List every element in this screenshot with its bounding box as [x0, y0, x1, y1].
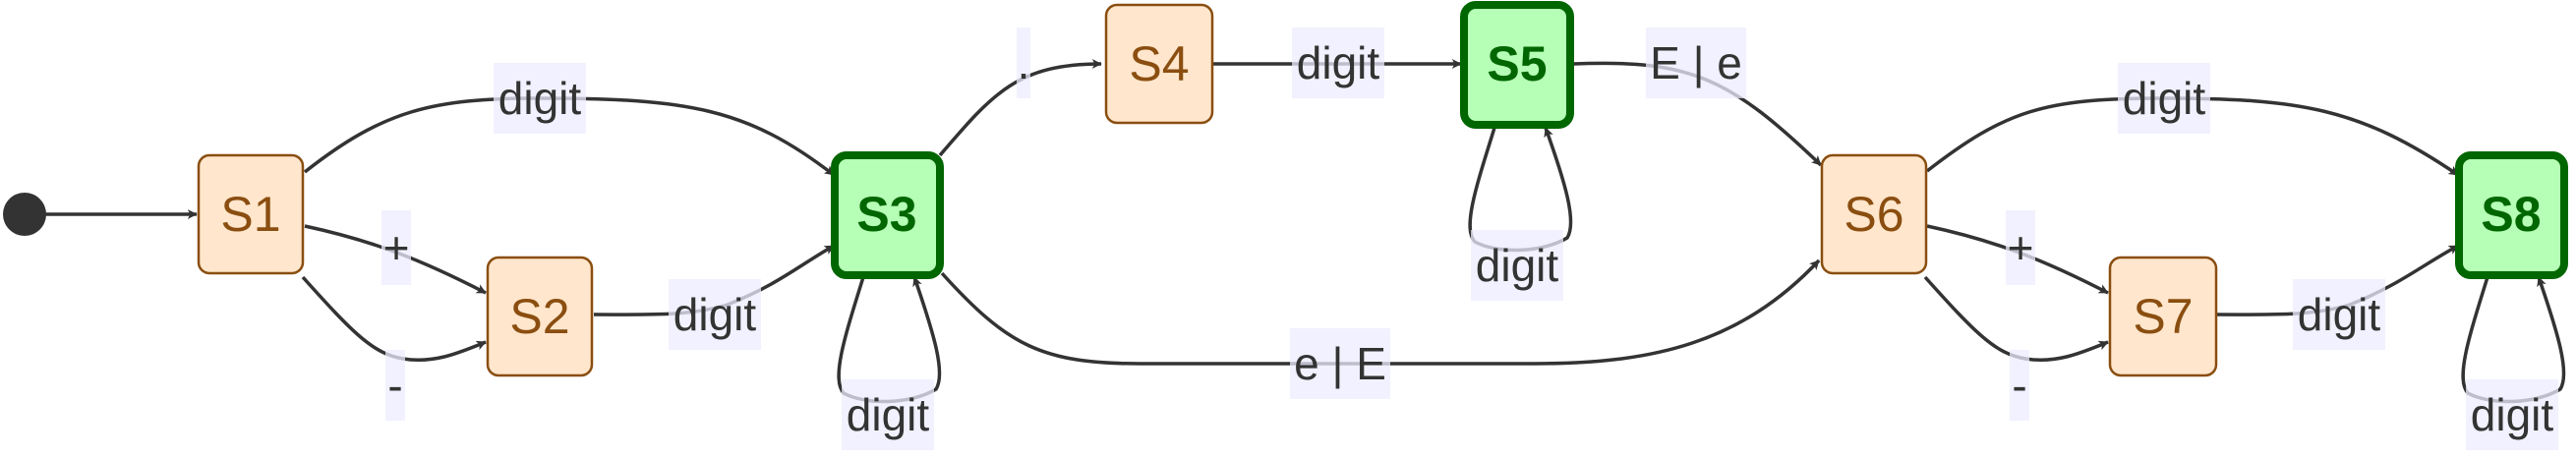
edge-labels: digit + - digit digit . e | E digit [381, 28, 2558, 450]
svg-text:.: . [1018, 37, 1030, 88]
svg-text:digit: digit [1297, 37, 1380, 88]
state-box [1820, 153, 1928, 275]
state-box [1460, 1, 1574, 129]
edge-label-s5-s6: E | e [1646, 28, 1746, 98]
state-label: S5 [1487, 36, 1547, 91]
svg-text:digit: digit [847, 389, 930, 440]
edge-label-s3-self: digit [842, 379, 934, 450]
edge-label-s1-s2-minus: - [385, 350, 405, 421]
state-box [197, 153, 305, 275]
state-box [2455, 151, 2568, 279]
state-s5: S5 [1460, 1, 1574, 129]
svg-text:-: - [387, 360, 402, 411]
state-box [2108, 256, 2218, 377]
state-box [831, 151, 944, 279]
edge-label-s7-s8: digit [2293, 279, 2385, 350]
state-s2: S2 [486, 256, 594, 377]
state-label: S7 [2133, 289, 2193, 344]
state-label: S2 [509, 289, 569, 344]
edge-label-s2-s3: digit [669, 279, 761, 350]
edge-label-s6-s8: digit [2118, 63, 2210, 134]
svg-text:+: + [383, 222, 410, 273]
svg-text:digit: digit [1476, 240, 1559, 291]
edge-label-s3-s6: e | E [1290, 328, 1390, 399]
state-s6: S6 [1820, 153, 1928, 275]
svg-text:e | E: e | E [1294, 338, 1386, 389]
edge-label-s6-s7-plus: + [2006, 210, 2035, 285]
state-label: S1 [220, 187, 280, 242]
edge-label-s1-s3: digit [494, 63, 586, 134]
state-box [1104, 3, 1214, 125]
edge-s3-s4-dot [938, 59, 1102, 157]
edge-label-s4-s5: digit [1292, 28, 1384, 98]
svg-text:digit: digit [2298, 289, 2381, 340]
svg-text:digit: digit [2471, 389, 2554, 440]
start-state-dot [3, 193, 46, 236]
svg-text:digit: digit [2123, 73, 2206, 124]
svg-text:-: - [2012, 360, 2026, 411]
state-s8: S8 [2455, 151, 2568, 279]
state-s4: S4 [1104, 3, 1214, 125]
edge-label-s3-s4: . [1017, 28, 1030, 98]
svg-text:digit: digit [498, 73, 582, 124]
svg-text:E | e: E | e [1650, 37, 1742, 88]
state-s7: S7 [2108, 256, 2218, 377]
edge-label-s6-s7-minus: - [2010, 350, 2029, 421]
state-label: S4 [1129, 36, 1189, 91]
state-label: S8 [2481, 187, 2541, 242]
state-label: S6 [1844, 187, 1903, 242]
edge-label-s8-self: digit [2466, 379, 2558, 450]
states: S1 S2 S3 S4 S5 S6 S7 S8 [197, 1, 2568, 377]
edge-s3-s6-e [940, 258, 1821, 366]
edge-label-s1-s2-plus: + [381, 210, 411, 285]
state-box [486, 256, 594, 377]
state-s1: S1 [197, 153, 305, 275]
state-label: S3 [856, 187, 916, 242]
edge-label-s5-self: digit [1471, 230, 1563, 301]
state-s3: S3 [831, 151, 944, 279]
svg-text:digit: digit [673, 289, 757, 340]
edge-s6-s7-minus [1923, 275, 2109, 363]
svg-text:+: + [2008, 222, 2034, 273]
edge-s1-s2-minus [301, 275, 487, 363]
